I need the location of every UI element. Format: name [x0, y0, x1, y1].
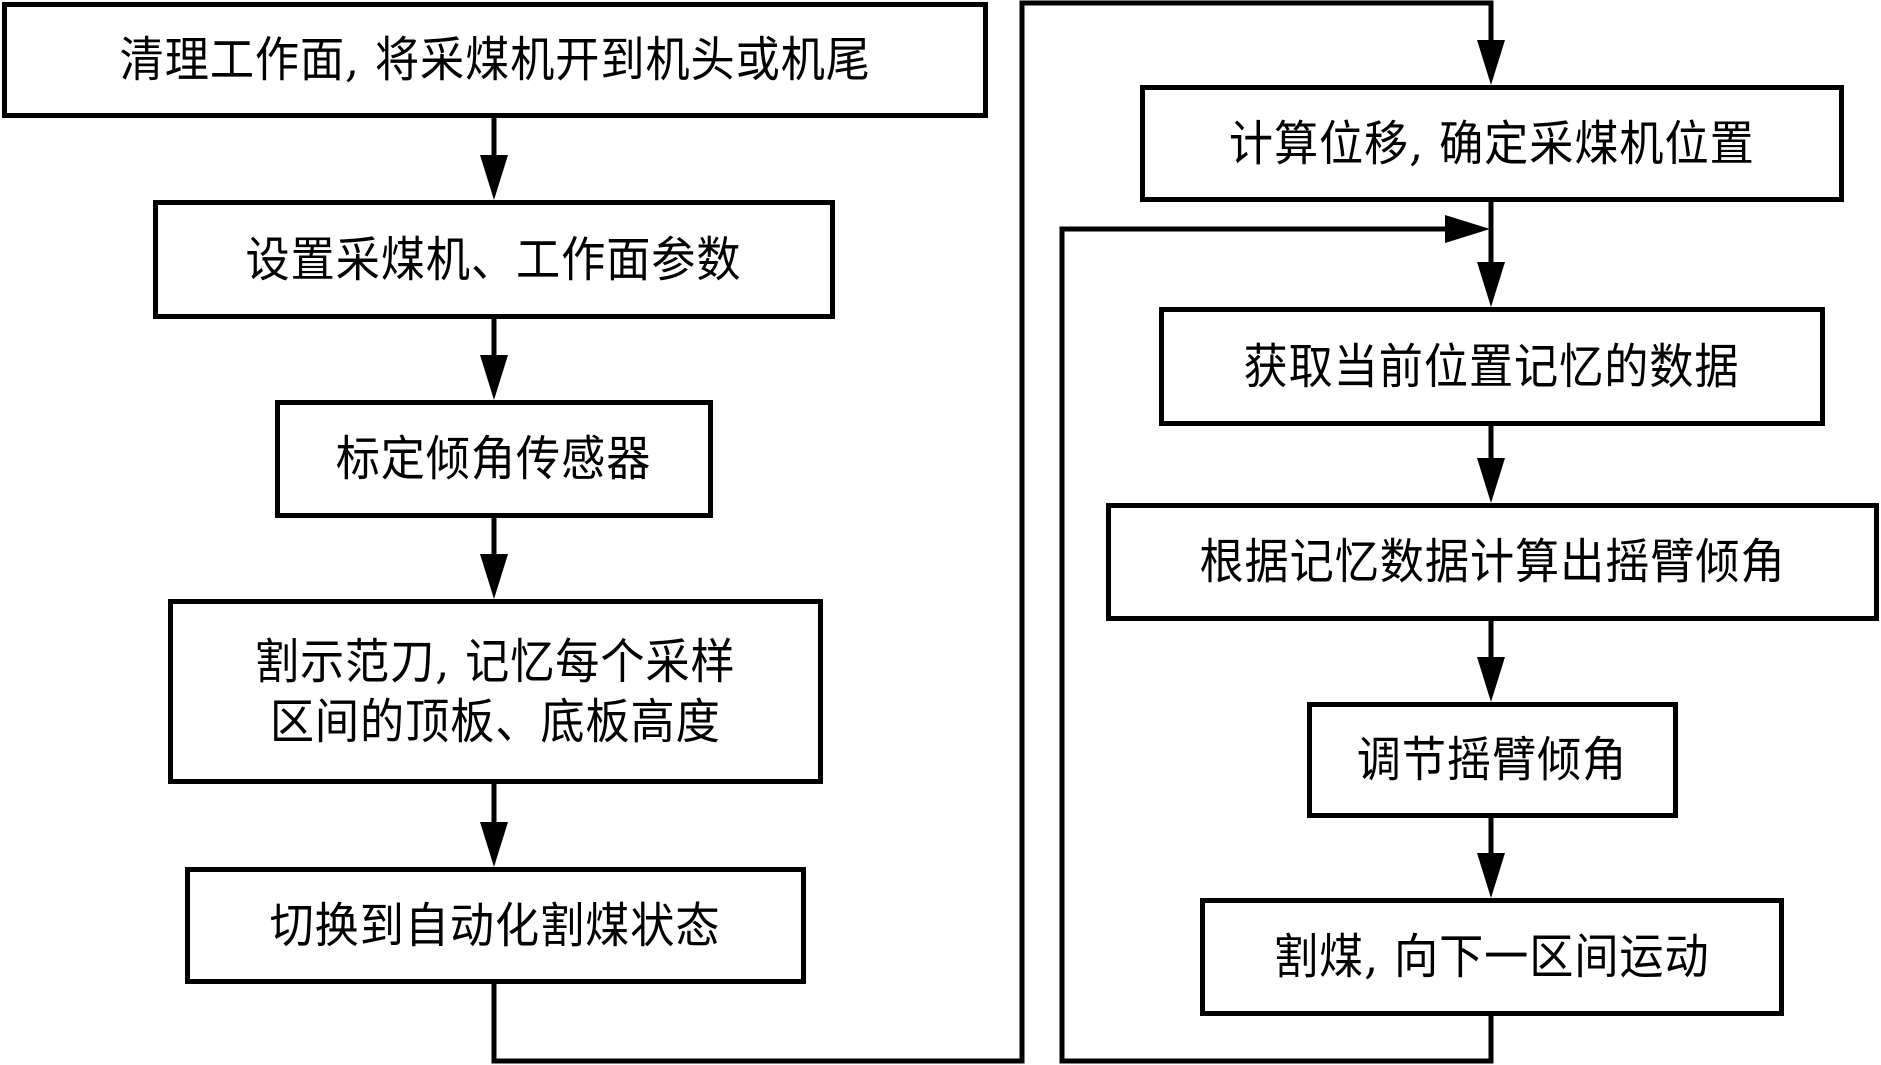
arrowhead-b4 — [480, 554, 508, 599]
arrowhead-r3 — [1477, 458, 1505, 503]
edge-r5-loop — [1059, 226, 1494, 1064]
step-label: 标定倾角传感器 — [336, 431, 652, 487]
step-adjust-arm-angle: 调节摇臂倾角 — [1307, 702, 1678, 818]
step-demo-cut: 割示范刀, 记忆每个采样 区间的顶板、底板高度 — [168, 599, 823, 784]
step-compute-arm-angle: 根据记忆数据计算出摇臂倾角 — [1106, 503, 1879, 621]
step-compute-position: 计算位移, 确定采煤机位置 — [1140, 85, 1844, 202]
step-label: 获取当前位置记忆的数据 — [1244, 338, 1740, 395]
step-set-parameters: 设置采煤机、工作面参数 — [153, 200, 835, 319]
arrowhead-loop — [1445, 215, 1490, 243]
step-switch-auto: 切换到自动化割煤状态 — [185, 867, 806, 984]
step-label: 根据记忆数据计算出摇臂倾角 — [1199, 534, 1786, 590]
edge-b5-r1 — [491, 0, 1494, 1064]
arrowhead-b3 — [480, 355, 508, 400]
step-fetch-memory: 获取当前位置记忆的数据 — [1159, 307, 1825, 426]
step-label: 调节摇臂倾角 — [1357, 732, 1628, 788]
step-label: 切换到自动化割煤状态 — [270, 897, 721, 954]
step-label: 清理工作面, 将采煤机开到机头或机尾 — [119, 32, 871, 88]
step-clean-workface: 清理工作面, 将采煤机开到机头或机尾 — [2, 2, 988, 118]
arrowhead-b5 — [480, 822, 508, 867]
arrowhead-r1 — [1477, 40, 1505, 85]
step-label: 计算位移, 确定采煤机位置 — [1229, 115, 1755, 172]
step-calibrate-sensor: 标定倾角传感器 — [275, 400, 713, 518]
step-label: 割煤, 向下一区间运动 — [1274, 929, 1710, 985]
arrowhead-b2 — [480, 155, 508, 200]
arrowhead-r5 — [1477, 853, 1505, 898]
step-cut-and-advance: 割煤, 向下一区间运动 — [1200, 898, 1784, 1016]
step-label: 设置采煤机、工作面参数 — [246, 231, 742, 288]
step-label: 割示范刀, 记忆每个采样 区间的顶板、底板高度 — [255, 633, 736, 750]
arrowhead-r2 — [1477, 262, 1505, 307]
arrowhead-r4 — [1477, 657, 1505, 702]
